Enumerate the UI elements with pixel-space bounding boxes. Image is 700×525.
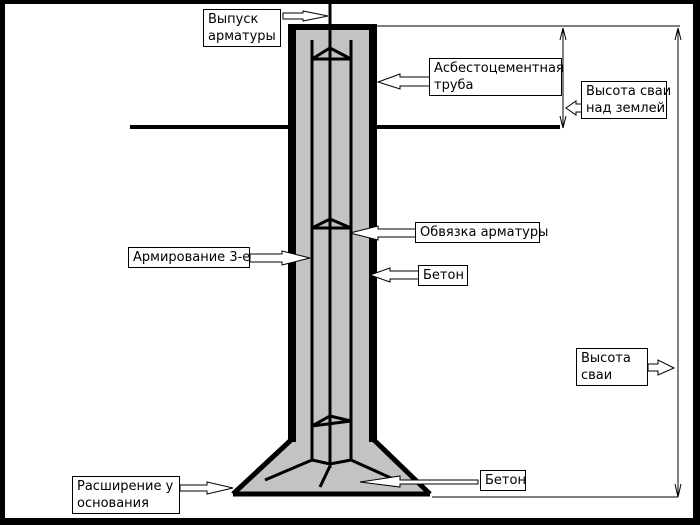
arrow-reinforcement bbox=[249, 250, 311, 266]
label-line: Выпуск bbox=[208, 12, 259, 27]
dimension-pile-height bbox=[432, 27, 682, 498]
label-line: арматуры bbox=[208, 29, 276, 44]
label-text: Обвязка арматуры bbox=[420, 225, 549, 240]
dimension-height-above-ground bbox=[377, 25, 680, 129]
label-line: Высота bbox=[581, 351, 631, 366]
label-line: основания bbox=[77, 496, 149, 511]
label-line: Асбестоцементная bbox=[434, 61, 564, 76]
label-line: сваи bbox=[581, 368, 613, 383]
base-right-slope bbox=[372, 438, 432, 496]
asbestos-pipe-top bbox=[288, 24, 377, 30]
asbestos-pipe-left-wall bbox=[288, 24, 296, 442]
label-rebar-outlet: Выпуск арматуры bbox=[203, 9, 281, 47]
label-text: Армирование 3-е bbox=[133, 250, 251, 265]
rebar-tie-middle bbox=[311, 217, 352, 230]
label-concrete-shaft: Бетон bbox=[418, 265, 468, 286]
label-concrete-base: Бетон bbox=[480, 470, 526, 491]
label-text: Бетон bbox=[423, 268, 464, 283]
arrow-concrete-base bbox=[359, 475, 479, 488]
rebar-tie-top bbox=[311, 46, 352, 61]
label-line: Расширение у bbox=[77, 479, 174, 494]
arrow-rebar-tie bbox=[349, 225, 417, 241]
arrow-base-widening bbox=[179, 481, 234, 495]
label-rebar-tie: Обвязка арматуры bbox=[415, 222, 548, 243]
label-line: Высота сваи bbox=[586, 84, 672, 99]
arrow-asbestos-pipe bbox=[376, 73, 431, 90]
label-pile-height: Высота сваи bbox=[576, 348, 648, 386]
label-base-widening: Расширение у основания bbox=[72, 476, 180, 514]
label-asbestos-pipe: Асбестоцементная труба bbox=[429, 58, 564, 96]
label-line: труба bbox=[434, 78, 474, 93]
label-reinforcement: Армирование 3-е bbox=[128, 247, 250, 268]
rebar-tie-bottom bbox=[311, 414, 352, 466]
arrow-pile-height bbox=[647, 359, 676, 376]
label-line: над землей bbox=[586, 101, 666, 116]
arrow-rebar-outlet bbox=[282, 10, 329, 22]
arrow-concrete-shaft bbox=[368, 267, 420, 283]
base-left-slope bbox=[231, 438, 293, 496]
label-text: Бетон bbox=[485, 473, 526, 488]
label-height-above-ground: Высота сваи над землей bbox=[581, 81, 672, 119]
